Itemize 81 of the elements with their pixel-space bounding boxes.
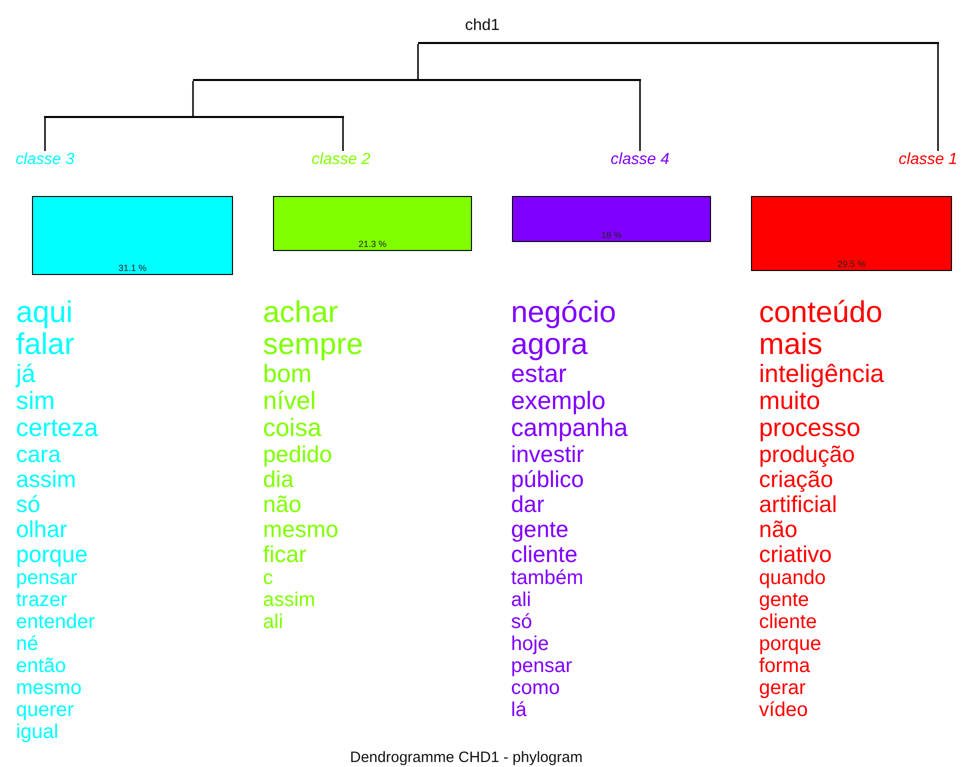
word-label: nível xyxy=(263,389,316,414)
word-label: só xyxy=(511,612,532,632)
tree-branch xyxy=(192,81,194,116)
tree-branch xyxy=(44,118,46,151)
tree-branch xyxy=(639,81,641,151)
word-label: mesmo xyxy=(263,518,338,541)
word-label: criativo xyxy=(759,543,832,566)
word-label: né xyxy=(16,634,38,654)
word-label: produção xyxy=(759,443,855,466)
word-label: mais xyxy=(759,330,822,360)
word-label: inteligência xyxy=(759,362,884,387)
word-label: pensar xyxy=(511,656,572,676)
word-label: falar xyxy=(16,330,74,360)
tree-branch xyxy=(417,44,419,79)
word-label: cliente xyxy=(511,543,578,566)
word-label: forma xyxy=(759,656,810,676)
class-size-bar: 21.3 % xyxy=(273,196,472,251)
cluster-label: chd1 xyxy=(465,17,500,35)
word-label: bom xyxy=(263,362,312,387)
word-label: pedido xyxy=(263,443,332,466)
class-size-bar: 29.5 % xyxy=(751,196,952,271)
word-label: campanha xyxy=(511,416,628,441)
word-label: sim xyxy=(16,389,55,414)
word-label: processo xyxy=(759,416,860,441)
word-label: conteúdo xyxy=(759,298,882,328)
word-label: ali xyxy=(511,590,532,610)
word-label: estar xyxy=(511,362,567,387)
word-label: ali xyxy=(263,612,284,632)
class-label: classe 1 xyxy=(898,151,958,169)
word-label: agora xyxy=(511,330,588,360)
word-label: igual xyxy=(16,722,58,742)
word-label: porque xyxy=(16,543,88,566)
chart-caption: Dendrogramme CHD1 - phylogram xyxy=(350,749,583,766)
word-label: quando xyxy=(759,568,826,588)
word-label: porque xyxy=(759,634,822,654)
word-label: olhar xyxy=(16,518,68,541)
word-label: exemplo xyxy=(511,389,606,414)
word-label: trazer xyxy=(16,590,68,610)
word-label: assim xyxy=(16,468,76,491)
class-label: classe 3 xyxy=(16,151,74,169)
tree-branch xyxy=(937,44,939,151)
word-label: já xyxy=(16,362,36,387)
word-label: não xyxy=(263,493,302,516)
tree-branch xyxy=(342,118,344,151)
class-label: classe 4 xyxy=(610,151,670,169)
word-label: não xyxy=(759,518,798,541)
word-label: cara xyxy=(16,443,61,466)
word-label: coisa xyxy=(263,416,322,441)
word-label: gente xyxy=(759,590,810,610)
word-label: hoje xyxy=(511,634,549,654)
word-label: ficar xyxy=(263,543,306,566)
word-label: pensar xyxy=(16,568,78,588)
word-label: dar xyxy=(511,493,544,516)
word-label: também xyxy=(511,568,584,588)
word-label: aqui xyxy=(16,298,73,328)
word-label: criação xyxy=(759,468,834,491)
word-label: certeza xyxy=(16,416,98,441)
word-label: investir xyxy=(511,443,584,466)
word-label: lá xyxy=(511,700,527,720)
word-label: negócio xyxy=(511,298,616,328)
word-label: cliente xyxy=(759,612,817,632)
word-label: mesmo xyxy=(16,678,82,698)
class-label: classe 2 xyxy=(312,151,370,169)
word-label: assim xyxy=(263,590,316,610)
word-label: sempre xyxy=(263,330,364,360)
word-label: muito xyxy=(759,389,820,414)
word-label: só xyxy=(16,493,40,516)
word-label: entender xyxy=(16,612,95,632)
class-size-bar: 31.1 % xyxy=(32,196,233,275)
word-label: gente xyxy=(511,518,569,541)
word-label: c xyxy=(263,568,273,588)
class-size-bar: 18 % xyxy=(512,196,711,242)
word-label: gerar xyxy=(759,678,806,698)
word-label: público xyxy=(511,468,584,491)
word-label: vídeo xyxy=(759,700,808,720)
word-label: querer xyxy=(16,700,74,720)
word-label: artificial xyxy=(759,493,837,516)
word-label: como xyxy=(511,678,560,698)
word-label: achar xyxy=(263,298,338,328)
word-label: então xyxy=(16,656,66,676)
word-label: dia xyxy=(263,468,294,491)
